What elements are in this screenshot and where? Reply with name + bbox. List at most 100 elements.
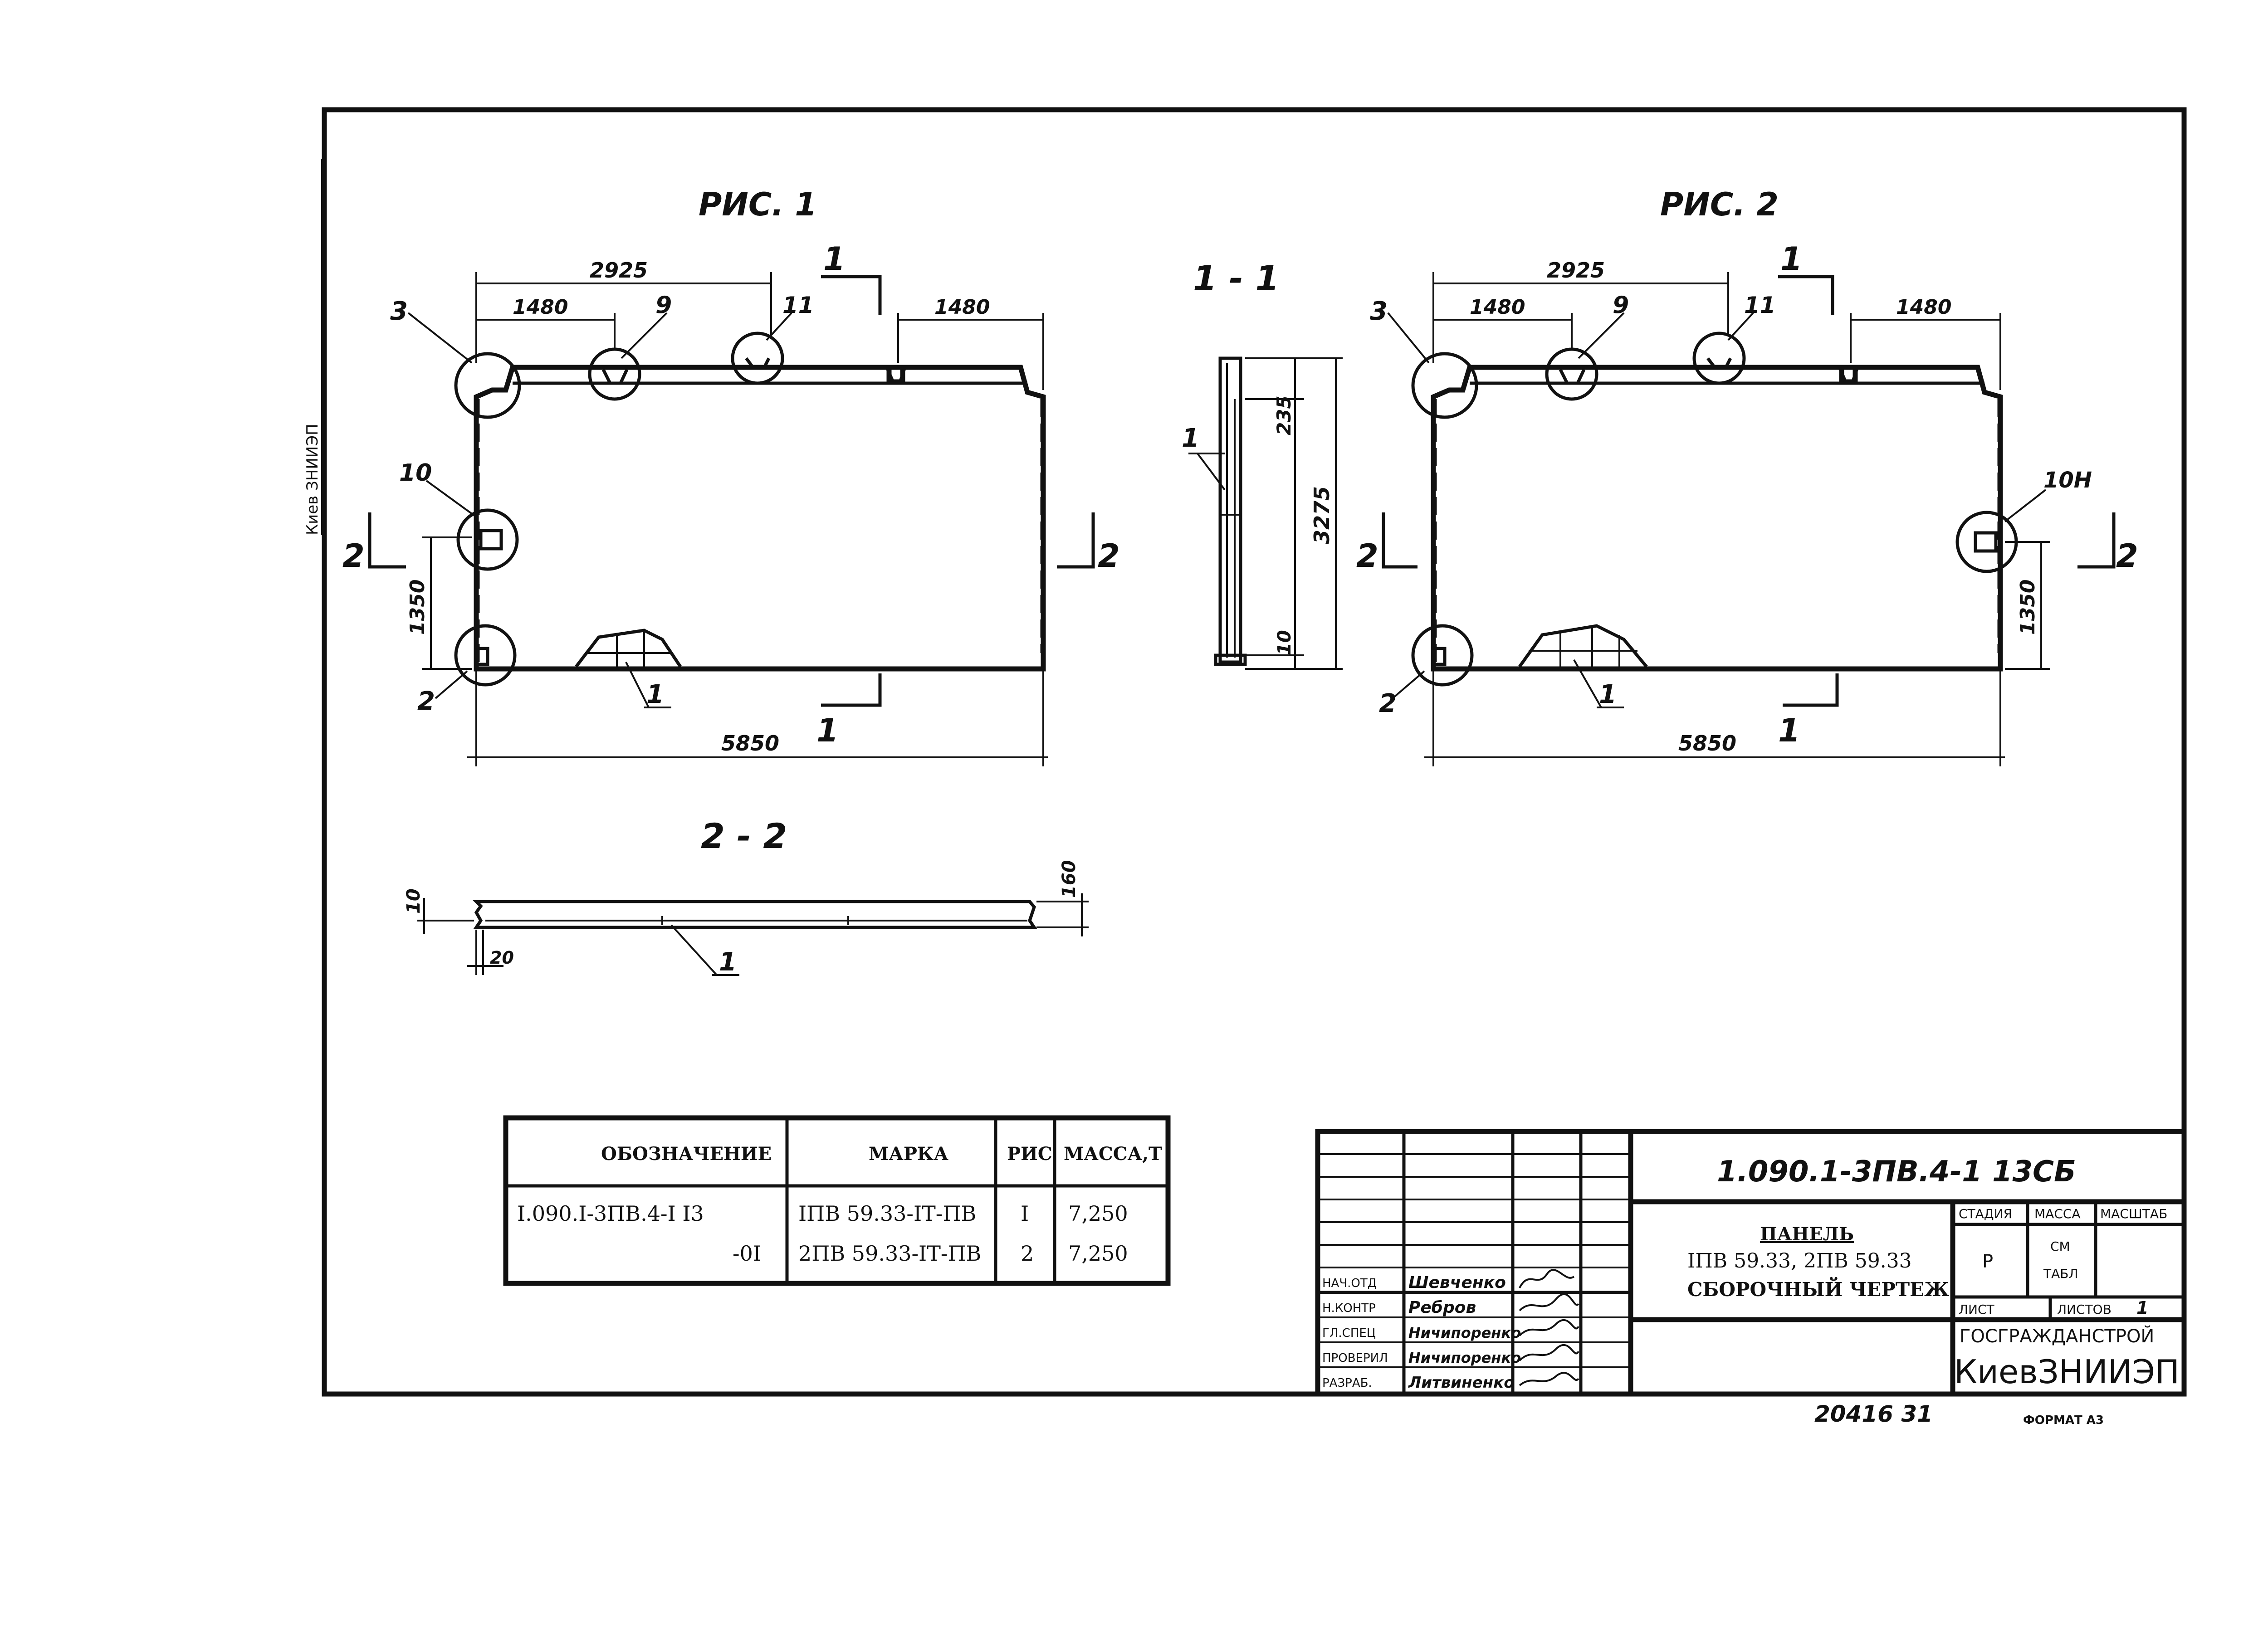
fig1-mesh-window (575, 629, 682, 668)
section-2-2: 2 - 2 160 10 20 1 (403, 816, 1089, 977)
fig2-detail-9-circle (1545, 347, 1598, 401)
spec-row2-mass: 7,250 (1068, 1241, 1128, 1266)
fig2-callout-3: 3 (1370, 297, 1388, 326)
tb-signature-1 (1519, 1269, 1575, 1288)
tb-name-line1: ПАНЕЛЬ (1760, 1224, 1854, 1245)
fig2-section-mark-bottom-label: 1 (1778, 712, 1800, 749)
fig2-section-mark-right (2077, 512, 2116, 569)
tb-signature-2 (1519, 1293, 1579, 1311)
fig1-title: РИС. 1 (699, 186, 817, 223)
spec-header-designation: ОБОЗНАЧЕНИЕ (601, 1143, 772, 1165)
section-1-1-foot (1214, 653, 1247, 666)
fig1-detail-11-circle (731, 332, 784, 385)
spec-row1-mass: 7,250 (1068, 1201, 1128, 1226)
tb-name-4: Ничипоренко (1408, 1349, 1521, 1366)
fig2-mesh-window (1518, 624, 1648, 668)
fig1-section-mark-left (368, 512, 406, 569)
footer-number: 20416 31 (1814, 1401, 1933, 1427)
tb-role-1: НАЧ.ОТД (1322, 1277, 1377, 1290)
fig2-leader-10n (2004, 489, 2047, 522)
tb-signature-5 (1519, 1372, 1579, 1386)
tb-role-5: РАЗРАБ. (1322, 1376, 1372, 1390)
tb-signature-3 (1519, 1319, 1579, 1336)
section-1-1-body (1218, 356, 1242, 664)
section-2-2-body (472, 900, 1037, 929)
fig2-panel-outline (1431, 365, 2003, 672)
fig1-leader-3 (407, 312, 473, 364)
fig2-slot-9 (1559, 369, 1586, 385)
fig1-anchor-10 (479, 529, 503, 551)
title-block: НАЧ.ОТД Н.КОНТР ГЛ.СПЕЦ ПРОВЕРИЛ РАЗРАБ.… (1315, 1129, 2187, 1397)
fig2-dim-2925: 2925 (1547, 258, 1605, 283)
fig1-callout-10: 10 (399, 459, 432, 487)
fig1-panel-outline (474, 365, 1046, 672)
tb-sheets-value: 1 (2136, 1298, 2148, 1318)
fig1-callout-3: 3 (390, 297, 408, 326)
fig2-detail-3-circle (1411, 352, 1478, 419)
section-2-2-dim-20: 20 (490, 948, 514, 968)
fig1-callout-1: 1 (646, 680, 664, 709)
fig1-leader-9 (621, 312, 668, 359)
fig2-leader-3 (1387, 312, 1430, 364)
tb-mass-value-2: ТАБЛ (2043, 1266, 2078, 1281)
fig2-dim-1480-right: 1480 (1896, 296, 1951, 319)
fig1-section-mark-right (1057, 512, 1095, 569)
fig1-callout-11: 11 (782, 292, 814, 318)
fig2-section-mark-left (1382, 512, 1418, 569)
section-2-2-title: 2 - 2 (701, 816, 787, 856)
footer-format: ФОРМАТ А3 (2023, 1414, 2104, 1427)
tb-name-line2: IПВ 59.33, 2ПВ 59.33 (1687, 1249, 1912, 1272)
fig2-step-2 (1433, 647, 1447, 666)
tb-stage-value: Р (1982, 1251, 1993, 1272)
tb-stage-header: СТАДИЯ (1959, 1206, 2012, 1221)
section-1-1-leader-1b (1197, 453, 1226, 491)
fig1-section-mark-right-label: 2 (1098, 537, 1120, 575)
fig1-callout-2: 2 (417, 687, 435, 716)
left-margin-text: Киев ЗНИИЭП (303, 424, 322, 535)
section-1-1: 1 - 1 235 3275 10 1 (1182, 258, 1343, 670)
tb-name-1: Шевченко (1408, 1273, 1506, 1292)
tb-signature-4 (1519, 1344, 1579, 1361)
fig1: РИС. 1 2925 1480 1480 (342, 186, 1120, 766)
fig1-section-mark-left-label: 2 (342, 537, 365, 575)
tb-name-line3: СБОРОЧНЫЙ ЧЕРТЕЖ (1687, 1277, 1949, 1301)
fig2-section-mark-top (1778, 275, 1834, 315)
spec-row1-fig: I (1021, 1201, 1029, 1226)
title-block-frame (1315, 1129, 2187, 1397)
spec-row2-designation: -0I (733, 1241, 761, 1266)
tb-name-3: Ничипоренко (1408, 1324, 1521, 1341)
tb-sheet-label: ЛИСТ (1959, 1302, 1995, 1317)
fig2-leader-11 (1727, 312, 1754, 341)
spec-row1-mark: IПВ 59.33-IТ-ПВ (798, 1201, 976, 1226)
fig1-slot-9 (601, 369, 629, 385)
tb-scale-header: МАСШТАБ (2100, 1206, 2167, 1221)
fig2-dim-1350: 1350 (2016, 580, 2039, 635)
tb-sheets-label: ЛИСТОВ (2057, 1302, 2112, 1317)
fig2-callout-1: 1 (1599, 680, 1617, 709)
spec-header-fig: РИС (1007, 1143, 1052, 1165)
section-1-1-title: 1 - 1 (1193, 258, 1279, 298)
fig2-section-mark-bottom (1783, 673, 1839, 707)
fig1-leader-1 (625, 662, 650, 708)
fig2-leader-9 (1578, 312, 1625, 359)
fig1-leader-10 (425, 480, 477, 518)
fig2-anchor-10n (1974, 531, 1998, 553)
tb-role-4: ПРОВЕРИЛ (1322, 1351, 1388, 1365)
fig1-step-2 (476, 647, 489, 666)
tb-mass-value-1: СМ (2050, 1239, 2070, 1254)
tb-name-2: Ребров (1408, 1298, 1476, 1317)
fig2-callout-9: 9 (1613, 292, 1629, 319)
tb-code: 1.090.1-3ПВ.4-1 13СБ (1717, 1155, 2076, 1189)
fig2-section-mark-right-label: 2 (2116, 537, 2138, 575)
fig2-leader-1 (1573, 659, 1602, 708)
section-2-2-dim-160: 160 (1059, 860, 1080, 898)
fig2-slot-11 (1706, 357, 1732, 369)
fig1-slot-11 (745, 357, 771, 369)
section-2-2-leader-1 (670, 924, 718, 976)
fig1-leader-2 (435, 670, 468, 699)
fig1-dim-1350: 1350 (406, 580, 429, 635)
tb-mass-header: МАССА (2034, 1206, 2081, 1221)
fig1-section-mark-top-label: 1 (823, 240, 846, 278)
fig1-slot-right (885, 366, 907, 383)
fig2-detail-2-circle (1411, 624, 1474, 687)
